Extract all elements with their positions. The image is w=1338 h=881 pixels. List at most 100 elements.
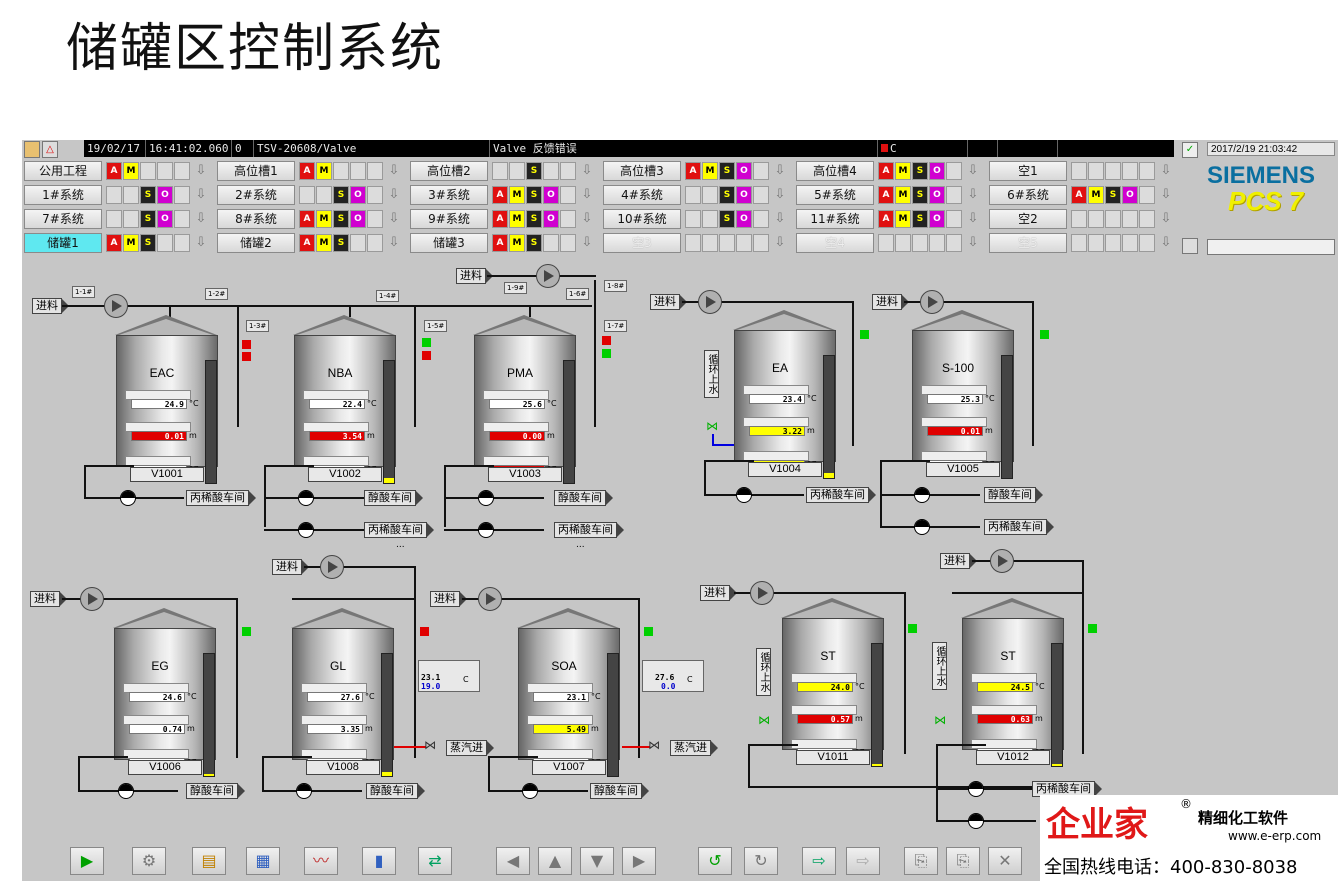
nav-right-icon[interactable]: ▶ <box>622 847 656 875</box>
control-valve-icon[interactable]: ⋈ <box>934 713 946 727</box>
status-slot[interactable] <box>895 234 911 252</box>
status-slot[interactable] <box>685 210 701 228</box>
status-slot[interactable]: S <box>912 210 928 228</box>
status-slot[interactable]: M <box>895 186 911 204</box>
status-slot[interactable] <box>1088 210 1104 228</box>
status-slot[interactable] <box>174 210 190 228</box>
level-value[interactable]: 0.00 <box>489 431 545 441</box>
transfer-pump-icon[interactable] <box>298 490 314 506</box>
status-slot[interactable]: S <box>526 234 542 252</box>
control-valve-icon[interactable]: ⋈ <box>706 419 718 433</box>
area-button[interactable]: 7#系统 <box>24 209 102 229</box>
status-slot[interactable]: M <box>509 234 525 252</box>
status-slot[interactable]: S <box>333 234 349 252</box>
status-slot[interactable] <box>929 234 945 252</box>
arrow-down-icon[interactable]: ⇩ <box>774 187 786 202</box>
arrow-down-icon[interactable]: ⇩ <box>195 211 207 226</box>
status-slot[interactable]: O <box>736 162 752 180</box>
status-slot[interactable] <box>140 162 156 180</box>
transfer-pump-icon[interactable] <box>478 490 494 506</box>
control-valve-icon[interactable]: ⋈ <box>758 713 770 727</box>
start-icon[interactable]: ▶ <box>70 847 104 875</box>
transfer-pump-icon[interactable] <box>478 522 494 538</box>
area-button[interactable]: 2#系统 <box>217 185 295 205</box>
pump-icon[interactable] <box>990 549 1014 573</box>
pump-icon[interactable] <box>320 555 344 579</box>
status-slot[interactable]: O <box>736 210 752 228</box>
status-slot[interactable] <box>560 210 576 228</box>
status-slot[interactable] <box>946 234 962 252</box>
area-button[interactable]: 9#系统 <box>410 209 488 229</box>
status-slot[interactable]: M <box>123 234 139 252</box>
arrow-down-icon[interactable]: ⇩ <box>581 187 593 202</box>
status-slot[interactable] <box>509 162 525 180</box>
status-slot[interactable]: S <box>719 186 735 204</box>
arrow-down-icon[interactable]: ⇩ <box>195 187 207 202</box>
area-button[interactable]: 空1 <box>989 161 1067 181</box>
status-slot[interactable]: S <box>1105 186 1121 204</box>
status-slot[interactable] <box>1122 162 1138 180</box>
status-slot[interactable]: O <box>157 210 173 228</box>
level-value[interactable]: 0.01 <box>927 426 983 436</box>
status-slot[interactable] <box>753 210 769 228</box>
status-slot[interactable] <box>543 234 559 252</box>
transfer-pump-icon[interactable] <box>120 490 136 506</box>
status-slot[interactable]: A <box>492 234 508 252</box>
status-slot[interactable]: M <box>316 234 332 252</box>
transfer-pump-icon[interactable] <box>968 813 984 829</box>
status-slot[interactable]: S <box>912 162 928 180</box>
status-slot[interactable] <box>123 186 139 204</box>
steam-controller-v1007[interactable]: 27.6 0.0 C <box>642 660 704 692</box>
status-slot[interactable] <box>560 186 576 204</box>
status-slot[interactable] <box>685 234 701 252</box>
area-button[interactable]: 高位槽2 <box>410 161 488 181</box>
copy-icon[interactable]: ⎘ <box>904 847 938 875</box>
area-button[interactable]: 储罐2 <box>217 233 295 253</box>
status-slot[interactable] <box>1139 186 1155 204</box>
status-slot[interactable] <box>736 234 752 252</box>
arrow-down-icon[interactable]: ⇩ <box>967 211 979 226</box>
status-slot[interactable] <box>1105 210 1121 228</box>
area-button[interactable]: 1#系统 <box>24 185 102 205</box>
status-slot[interactable] <box>174 234 190 252</box>
steam-valve-icon[interactable]: ⋈ <box>424 738 436 752</box>
arrow-down-icon[interactable]: ⇩ <box>388 163 400 178</box>
arrow-down-icon[interactable]: ⇩ <box>1160 235 1172 250</box>
arrow-down-icon[interactable]: ⇩ <box>195 235 207 250</box>
arrow-down-icon[interactable]: ⇩ <box>774 235 786 250</box>
arrow-down-icon[interactable]: ⇩ <box>967 163 979 178</box>
status-slot[interactable]: O <box>929 162 945 180</box>
status-slot[interactable]: M <box>895 210 911 228</box>
status-slot[interactable]: A <box>492 210 508 228</box>
area-button[interactable]: 空4 <box>796 233 874 253</box>
status-slot[interactable]: O <box>350 186 366 204</box>
status-slot[interactable] <box>912 234 928 252</box>
transfer-pump-icon[interactable] <box>914 519 930 535</box>
report-icon[interactable]: ▤ <box>192 847 226 875</box>
thermometer-icon[interactable]: ▮ <box>362 847 396 875</box>
area-button[interactable]: 5#系统 <box>796 185 874 205</box>
refresh-icon[interactable]: ↺ <box>698 847 732 875</box>
status-slot[interactable] <box>174 186 190 204</box>
level-value[interactable]: 0.63 <box>977 714 1033 724</box>
temperature-top[interactable]: 25.3 <box>927 394 983 404</box>
arrow-down-icon[interactable]: ⇩ <box>581 235 593 250</box>
transfer-pump-icon[interactable] <box>968 781 984 797</box>
status-slot[interactable]: M <box>895 162 911 180</box>
nav-up-icon[interactable]: ▲ <box>538 847 572 875</box>
status-slot[interactable] <box>702 210 718 228</box>
area-button[interactable]: 储罐1 <box>24 233 102 253</box>
status-slot[interactable] <box>367 162 383 180</box>
status-slot[interactable] <box>543 162 559 180</box>
status-slot[interactable] <box>367 234 383 252</box>
status-slot[interactable]: M <box>1088 186 1104 204</box>
pump-icon[interactable] <box>536 264 560 288</box>
status-slot[interactable]: M <box>702 162 718 180</box>
status-slot[interactable]: O <box>1122 186 1138 204</box>
status-slot[interactable]: A <box>106 162 122 180</box>
tools-icon[interactable]: ⚙ <box>132 847 166 875</box>
status-slot[interactable] <box>1071 162 1087 180</box>
status-slot[interactable]: A <box>299 210 315 228</box>
export-icon[interactable]: ⇄ <box>418 847 452 875</box>
close-icon[interactable]: ✕ <box>988 847 1022 875</box>
